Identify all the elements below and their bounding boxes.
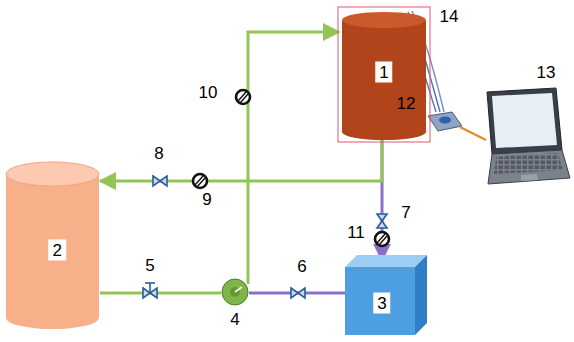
laptop-keyboard — [494, 153, 563, 174]
node-number: 2 — [49, 240, 66, 261]
callout-number: 8 — [154, 145, 163, 162]
pipe-connector — [248, 32, 339, 284]
node-number: 3 — [373, 293, 390, 314]
tank-frame — [338, 7, 430, 142]
callout-number: 7 — [401, 204, 410, 221]
valve-symbol — [143, 283, 157, 298]
callout-number: 9 — [202, 191, 211, 208]
pipe-connector — [100, 292, 221, 295]
valve-symbol — [377, 214, 387, 228]
tank-node: 3 — [345, 255, 427, 335]
flowmeter-mark — [238, 92, 246, 101]
flowmeter-symbol — [375, 232, 389, 246]
logger-display — [439, 117, 451, 124]
tank-node: 2 — [5, 160, 100, 330]
box-side — [415, 255, 427, 335]
flowmeter-mark — [195, 176, 203, 185]
flowmeter-ring — [375, 232, 389, 246]
box-front — [345, 267, 415, 335]
flowmeter-mark — [377, 234, 385, 243]
flowmeter-ring — [236, 90, 250, 104]
callout-number: 10 — [199, 84, 218, 101]
flowmeter-mark — [240, 94, 248, 103]
flowmeter-mark — [197, 178, 205, 187]
pump-casing — [222, 279, 248, 305]
tank-node: 1 — [340, 10, 428, 140]
node-number: 1 — [375, 62, 392, 83]
laptop-touchpad — [521, 174, 538, 181]
node-outline — [221, 278, 249, 306]
callout-number: 11 — [347, 224, 365, 241]
flowmeter-symbol — [236, 90, 250, 104]
tank-top — [6, 162, 99, 186]
laptop-base — [488, 150, 570, 184]
callout-number: 12 — [397, 95, 416, 112]
callout-number: 14 — [440, 8, 459, 25]
flowmeter-symbol — [193, 174, 207, 188]
laptop-screen — [492, 93, 557, 148]
node-number: 4 — [226, 309, 243, 330]
box-top — [345, 255, 427, 267]
valve-symbol — [153, 176, 167, 186]
usb-cable — [460, 127, 486, 140]
flowmeter-mark — [379, 236, 387, 245]
valve-symbol — [291, 288, 305, 298]
pipe-connector — [100, 132, 382, 181]
valve-stem — [149, 283, 151, 293]
callout-number: 6 — [297, 258, 306, 275]
data-logger — [428, 112, 462, 131]
tank-body — [342, 20, 426, 140]
callout-number: 13 — [537, 64, 556, 81]
tank-body — [6, 174, 99, 329]
laptop-lid — [487, 88, 562, 154]
valve-handle — [145, 282, 155, 284]
callout-number: 5 — [145, 257, 154, 274]
pump-vane — [235, 287, 242, 292]
tank-top — [342, 12, 426, 28]
flowmeter-ring — [193, 174, 207, 188]
pump-node: 4 — [221, 278, 249, 306]
